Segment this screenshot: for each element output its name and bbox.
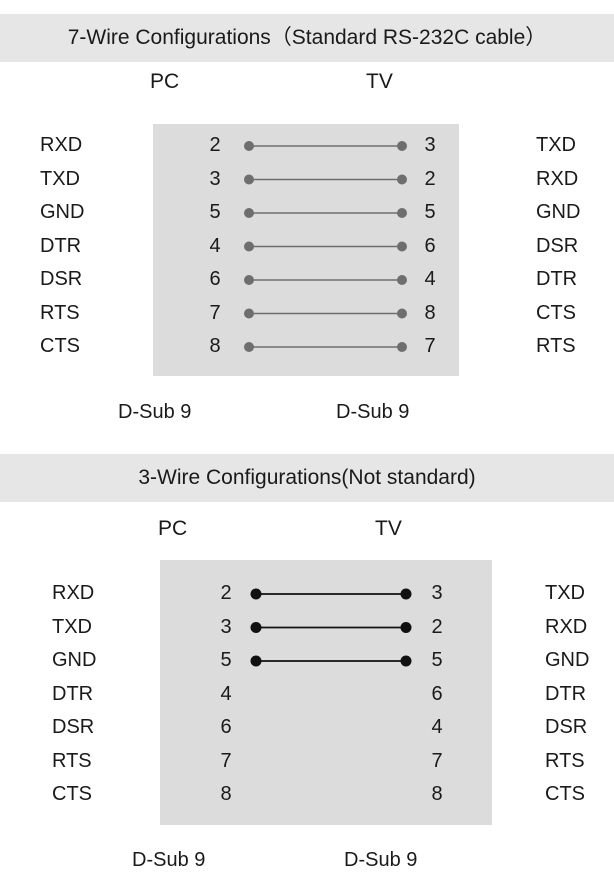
tv-signal-label: RTS: [536, 335, 576, 357]
tv-pin-number: 7: [424, 335, 436, 357]
pc-pin-dot: [244, 208, 254, 218]
tv-pin-dot: [400, 588, 412, 600]
tv-pin-number: 2: [424, 167, 436, 190]
seven-wire-tv-label: TV: [366, 70, 393, 93]
tv-pin-number: 3: [424, 134, 436, 156]
pc-pin-dot: [244, 308, 254, 319]
tv-pin-dot: [397, 141, 407, 151]
pc-pin-number: 3: [220, 615, 232, 638]
pc-signal-label: GND: [40, 201, 85, 223]
tv-pin-dot: [400, 622, 412, 633]
tv-signal-label: TXD: [536, 134, 576, 156]
tv-pin-number: 6: [431, 682, 443, 705]
pc-pin-dot: [250, 622, 262, 633]
three-wire-tv-connector: D-Sub 9: [344, 849, 418, 871]
tv-pin-dot: [397, 308, 407, 319]
pc-signal-label: RTS: [40, 301, 80, 324]
tv-pin-number: 2: [431, 615, 443, 638]
pc-signal-label: DTR: [40, 234, 82, 257]
tv-pin-dot: [397, 342, 407, 352]
pc-signal-label: RTS: [52, 749, 92, 772]
tv-pin-dot: [397, 275, 407, 285]
tv-signal-label: RXD: [536, 167, 579, 190]
seven-wire-tv-connector: D-Sub 9: [336, 401, 410, 423]
tv-pin-dot: [397, 208, 407, 218]
pc-signal-label: TXD: [52, 615, 92, 638]
tv-pin-number: 8: [424, 301, 436, 324]
tv-signal-label: DSR: [545, 716, 588, 738]
tv-pin-dot: [397, 241, 407, 252]
seven-wire-panel: [153, 124, 459, 376]
pc-signal-label: DSR: [52, 716, 95, 738]
pc-signal-label: CTS: [40, 335, 80, 357]
pc-signal-label: CTS: [52, 783, 92, 805]
seven-wire-title: 7-Wire Configurations（Standard RS-232C c…: [0, 14, 614, 62]
tv-signal-label: GND: [545, 649, 590, 671]
pc-pin-dot: [244, 275, 254, 285]
tv-pin-number: 7: [431, 749, 443, 772]
tv-pin-number: 3: [431, 582, 443, 604]
pc-pin-number: 4: [220, 682, 232, 705]
pc-pin-dot: [250, 588, 262, 600]
pc-pin-dot: [250, 655, 262, 667]
tv-signal-label: RTS: [545, 749, 585, 772]
pc-pin-number: 4: [209, 234, 221, 257]
pc-pin-number: 3: [209, 167, 221, 190]
tv-pin-dot: [397, 174, 407, 185]
pc-pin-dot: [244, 241, 254, 252]
pc-pin-number: 2: [209, 134, 221, 156]
seven-wire-pc-connector: D-Sub 9: [118, 401, 192, 423]
pc-pin-number: 5: [220, 649, 232, 671]
pc-pin-number: 5: [209, 201, 221, 223]
tv-signal-label: RXD: [545, 615, 588, 638]
tv-pin-number: 6: [424, 234, 436, 257]
pc-pin-number: 6: [220, 716, 232, 738]
tv-pin-number: 5: [431, 649, 443, 671]
pc-pin-number: 2: [220, 582, 232, 604]
pc-signal-label: TXD: [40, 167, 80, 190]
seven-wire-pc-label: PC: [150, 70, 180, 93]
pc-signal-label: DSR: [40, 268, 83, 290]
pc-signal-label: DTR: [52, 682, 94, 705]
three-wire-panel: [160, 560, 492, 825]
tv-signal-label: CTS: [536, 301, 576, 324]
pc-pin-number: 8: [220, 783, 232, 805]
tv-signal-label: DSR: [536, 234, 579, 257]
three-wire-title: 3-Wire Configurations(Not standard): [0, 454, 614, 502]
pc-pin-dot: [244, 342, 254, 352]
pc-signal-label: RXD: [52, 582, 95, 604]
three-wire-pc-label: PC: [158, 517, 188, 540]
tv-signal-label: DTR: [545, 682, 587, 705]
tv-pin-number: 8: [431, 783, 443, 805]
pc-pin-number: 6: [209, 268, 221, 290]
three-wire-tv-label: TV: [375, 517, 402, 540]
pc-pin-number: 8: [209, 335, 221, 357]
pc-pin-number: 7: [209, 301, 221, 324]
tv-signal-label: TXD: [545, 582, 585, 604]
tv-pin-dot: [400, 655, 412, 667]
tv-pin-number: 5: [424, 201, 436, 223]
pc-signal-label: RXD: [40, 134, 83, 156]
tv-pin-number: 4: [431, 716, 443, 738]
pc-pin-dot: [244, 174, 254, 185]
tv-signal-label: GND: [536, 201, 581, 223]
pc-signal-label: GND: [52, 649, 97, 671]
pc-pin-dot: [244, 141, 254, 151]
pc-pin-number: 7: [220, 749, 232, 772]
tv-pin-number: 4: [424, 268, 436, 290]
tv-signal-label: DTR: [536, 268, 578, 290]
tv-signal-label: CTS: [545, 783, 585, 805]
three-wire-pc-connector: D-Sub 9: [132, 849, 206, 871]
